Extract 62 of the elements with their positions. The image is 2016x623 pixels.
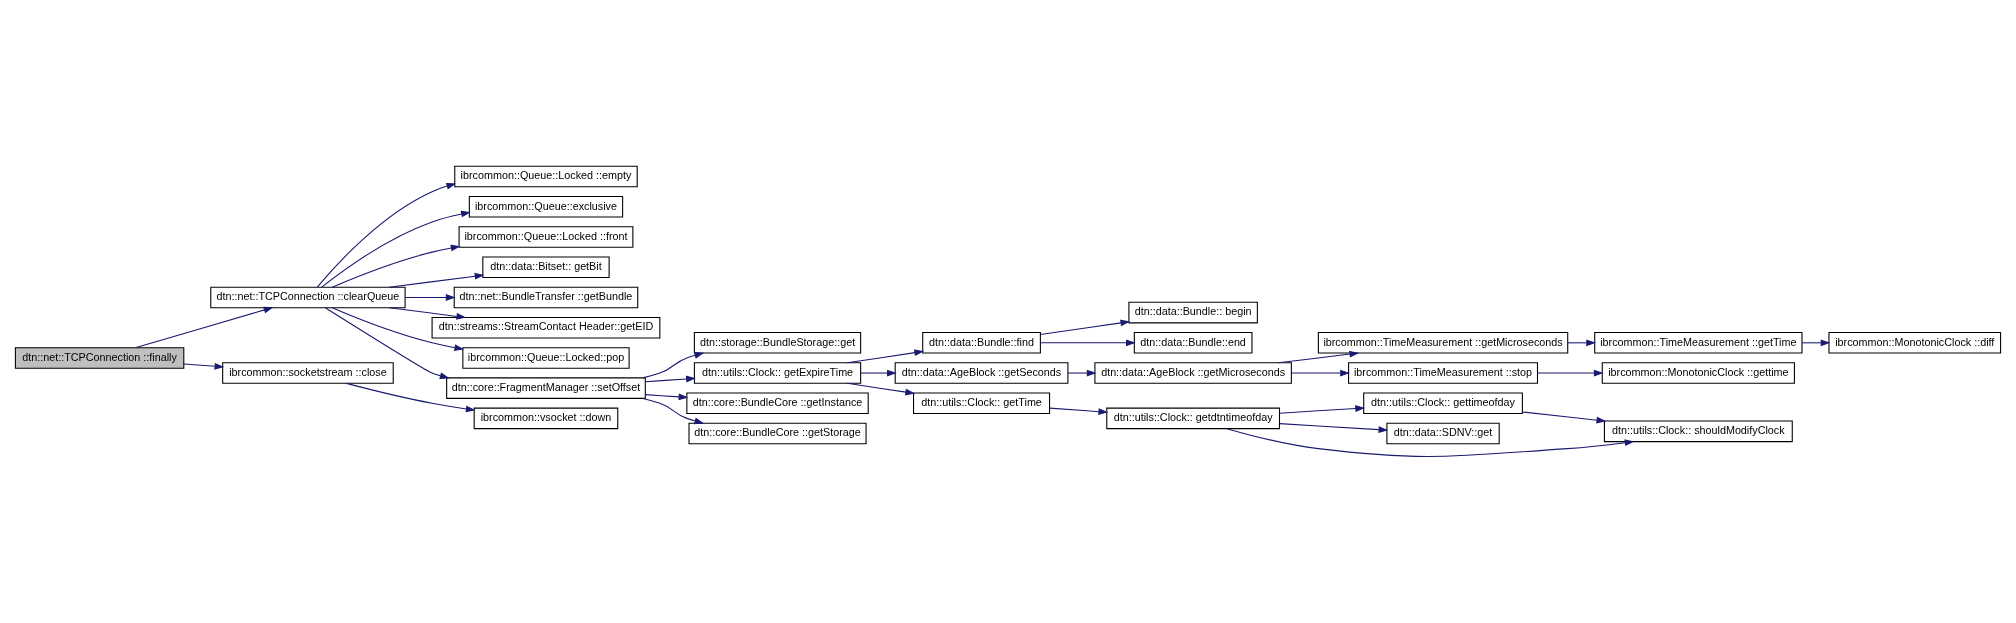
arrow xyxy=(1277,350,1360,364)
arrow xyxy=(325,307,450,379)
node-box: ibrcommon::Queue::Locked ::front xyxy=(458,226,634,248)
arrow xyxy=(1801,339,1831,347)
arrow xyxy=(1290,369,1350,377)
arrow xyxy=(642,352,705,379)
node-box: dtn::utils::Clock:: shouldModifyClock xyxy=(1603,420,1793,443)
node-box: dtn::utils::Clock:: getTime xyxy=(913,392,1051,415)
arrow xyxy=(1049,407,1109,416)
arrow xyxy=(1279,423,1389,434)
arrow xyxy=(1521,411,1607,424)
node-box: ibrcommon::vsocket ::down xyxy=(473,407,619,430)
arrow xyxy=(404,294,456,301)
node-box: dtn::utils::Clock:: gettimeofday xyxy=(1363,392,1523,415)
node-box: dtn::streams::StreamContact Header::getEID xyxy=(431,316,661,339)
arrow xyxy=(1279,405,1366,414)
node-box: ibrcommon::MonotonicClock ::gettime xyxy=(1601,362,1795,384)
node-box: dtn::data::AgeBlock ::getSeconds xyxy=(894,362,1069,384)
node-box: dtn::data::Bundle::end xyxy=(1133,332,1253,354)
arrow xyxy=(345,382,476,413)
arrow xyxy=(846,382,915,396)
arrow xyxy=(388,307,467,320)
arrow xyxy=(183,362,225,370)
arrow xyxy=(1567,339,1596,347)
node-box: ibrcommon::socketstream ::close xyxy=(222,362,394,384)
node-box: dtn::data::AgeBlock ::getMicroseconds xyxy=(1094,362,1292,384)
node-box: dtn::core::BundleCore ::getInstance xyxy=(686,392,869,415)
arrow xyxy=(331,244,461,288)
node-box: dtn::storage::BundleStorage::get xyxy=(693,332,862,354)
node-box: ibrcommon::TimeMeasurement ::getMicroseconds xyxy=(1317,332,1569,354)
arrow xyxy=(135,306,274,349)
arrow xyxy=(1067,369,1097,377)
arrow xyxy=(1226,428,1635,457)
node-box: dtn::utils::Clock:: getdtntimeofday xyxy=(1106,407,1281,430)
arrow xyxy=(321,210,471,288)
arrow xyxy=(642,397,705,425)
arrow xyxy=(860,369,897,377)
node-box: dtn::net::TCPConnection ::clearQueue xyxy=(210,286,406,309)
arrow xyxy=(644,393,689,401)
node-box: ibrcommon::TimeMeasurement ::stop xyxy=(1348,362,1539,384)
arrow xyxy=(1039,319,1131,336)
arrow xyxy=(846,349,925,364)
arrow xyxy=(1537,369,1604,377)
node-box: dtn::core::BundleCore ::getStorage xyxy=(688,422,867,445)
node-box: ibrcommon::Queue::Locked::pop xyxy=(462,347,630,369)
arrow xyxy=(644,375,696,383)
arrow xyxy=(331,307,465,351)
node-box: ibrcommon::Queue::Locked ::empty xyxy=(454,165,638,188)
node-box: dtn::net::BundleTransfer ::getBundle xyxy=(453,286,639,309)
node-box: dtn::data::Bundle::find xyxy=(922,332,1041,354)
arrow xyxy=(1039,339,1136,347)
arrow xyxy=(388,272,485,288)
node-box: dtn::net::TCPConnection ::finally xyxy=(14,347,185,369)
node-box: dtn::data::SDNV::get xyxy=(1386,422,1500,445)
node-box: ibrcommon::MonotonicClock ::diff xyxy=(1828,332,2002,354)
node-box: ibrcommon::TimeMeasurement ::getTime xyxy=(1594,332,1803,354)
node-box: dtn::core::FragmentManager ::setOffset xyxy=(446,377,646,399)
arrow xyxy=(316,182,457,288)
node-box: dtn::data::Bundle:: begin xyxy=(1128,301,1258,324)
node-box: dtn::utils::Clock:: getExpireTime xyxy=(693,362,862,384)
node-box: dtn::data::Bitset:: getBit xyxy=(482,256,610,279)
node-box: ibrcommon::Queue::exclusive xyxy=(468,196,624,218)
